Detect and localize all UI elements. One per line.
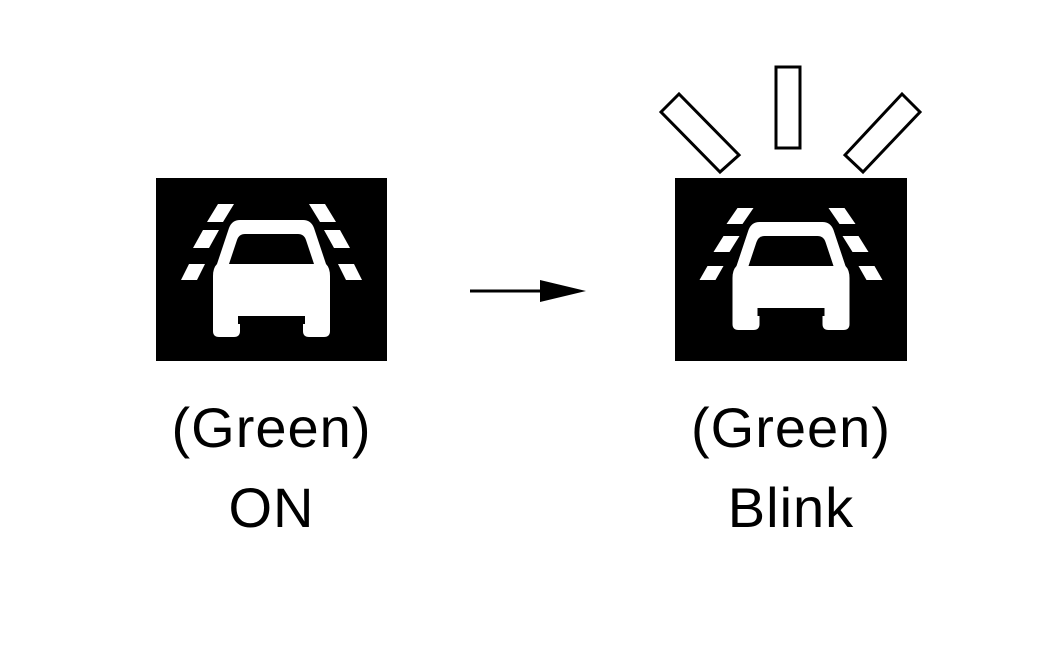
lane-keeping-car-icon	[675, 178, 907, 361]
state-blink-caption: (Green) Blink	[635, 388, 947, 548]
state-on-caption: (Green) ON	[116, 388, 427, 548]
state-on: (Green) ON	[156, 178, 387, 539]
status-label: ON	[228, 476, 315, 539]
lane-keeping-car-icon	[156, 178, 387, 361]
color-label: (Green)	[171, 396, 372, 459]
status-label: Blink	[727, 476, 855, 539]
color-label: (Green)	[691, 396, 891, 459]
state-blink: (Green) Blink	[675, 178, 907, 539]
blink-rays-icon	[658, 65, 923, 175]
right-arrow-icon	[470, 280, 586, 302]
